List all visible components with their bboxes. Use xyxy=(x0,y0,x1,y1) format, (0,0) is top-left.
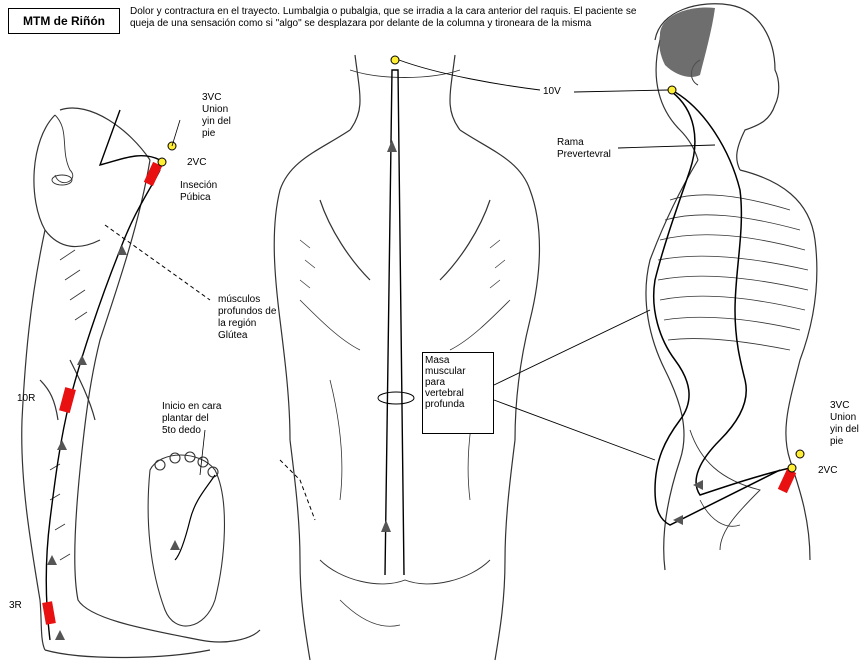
label-2vc-right: 2VC xyxy=(818,465,838,476)
label-3r: 3R xyxy=(9,600,22,611)
point-2vc-left xyxy=(143,161,163,187)
point-2vc-left-dot xyxy=(157,157,167,167)
point-3r xyxy=(42,601,56,625)
spine-arrow xyxy=(387,140,397,152)
point-10v-back xyxy=(390,55,400,65)
10v-leader-side xyxy=(573,89,669,93)
point-2vc-right xyxy=(777,468,797,494)
side-arrows xyxy=(673,480,703,525)
3vc-left-leader xyxy=(171,119,181,147)
label-inicio: Inicio en cara plantar del 5to dedo xyxy=(162,401,222,436)
point-10v-side xyxy=(667,85,677,95)
point-3vc-right xyxy=(795,449,805,459)
lumbar-ellipse xyxy=(377,391,415,405)
spine-meridian xyxy=(384,69,405,576)
point-2vc-right-dot xyxy=(787,463,797,473)
label-insercion: Inseción Púbica xyxy=(180,180,218,203)
point-10r xyxy=(59,387,76,414)
10v-leader-back xyxy=(398,59,541,91)
diagram-title: MTM de Riñón xyxy=(8,8,120,34)
masa-leader-bottom xyxy=(493,399,656,461)
foot-sole xyxy=(147,451,225,627)
label-union-left: 3VC Union yin del pie xyxy=(202,92,231,139)
rama-leader xyxy=(617,144,716,149)
back-figure xyxy=(273,54,541,661)
label-2vc-left: 2VC xyxy=(187,157,207,168)
musculos-dash xyxy=(279,459,316,521)
leg-arrows xyxy=(47,245,180,640)
leg-meridian xyxy=(45,109,161,641)
leg-figure xyxy=(21,107,261,659)
hair xyxy=(659,7,715,77)
glute-leader xyxy=(104,224,211,301)
label-union-right: 3VC Union yin del pie xyxy=(830,400,859,447)
label-10v: 10V xyxy=(543,86,561,97)
label-10r: 10R xyxy=(17,393,36,404)
side-meridian xyxy=(652,91,791,526)
inicio-leader xyxy=(199,429,206,476)
masa-leader-top xyxy=(493,309,651,386)
label-masa: Masa muscular para vertebral profunda xyxy=(422,352,494,434)
label-musculos: músculos profundos de la región Glútea xyxy=(218,294,277,341)
spine-arrow-2 xyxy=(381,520,391,532)
sole-meridian xyxy=(174,474,216,561)
side-figure xyxy=(645,3,818,571)
diagram-description: Dolor y contractura en el trayecto. Lumb… xyxy=(130,6,637,29)
label-rama: Rama Prevertevral xyxy=(557,137,611,160)
